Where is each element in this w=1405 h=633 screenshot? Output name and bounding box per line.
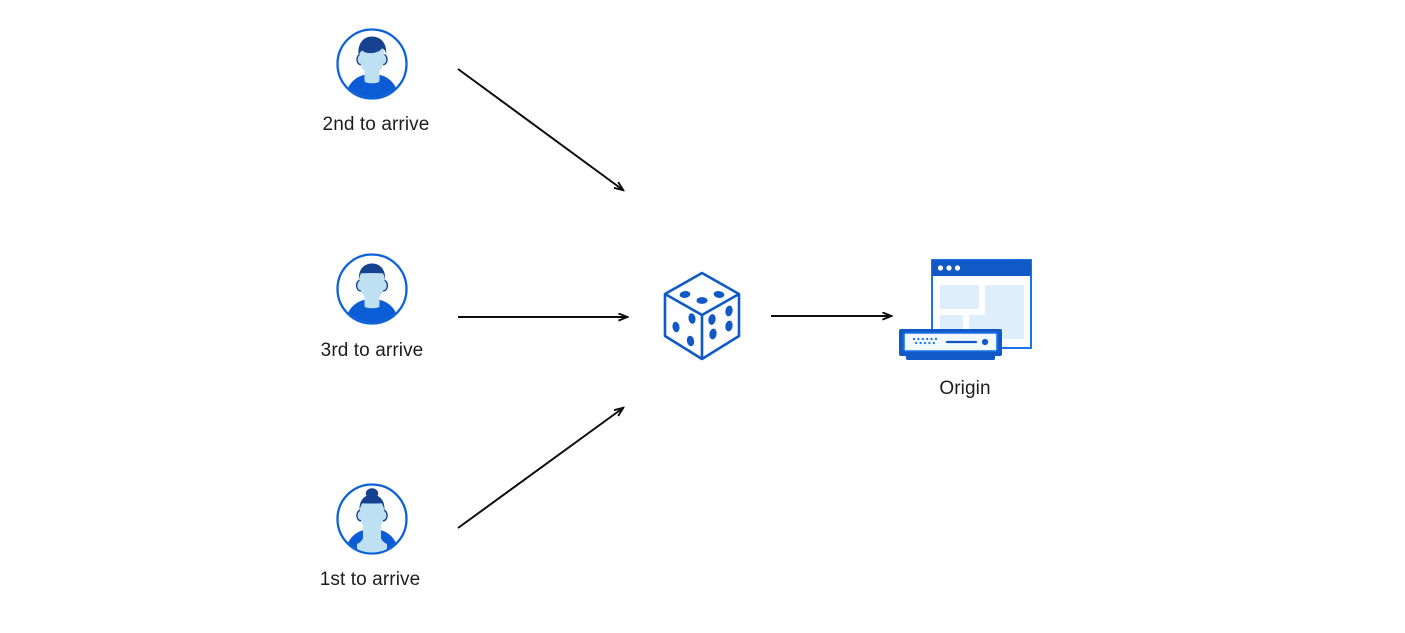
arrow-1st-to-dice <box>457 408 623 529</box>
origin-server-icon <box>893 256 1038 366</box>
node-origin-server <box>893 256 1038 366</box>
user-avatar-icon <box>335 252 409 326</box>
dice-icon <box>661 270 743 364</box>
node-label-origin: Origin <box>939 378 991 399</box>
node-label-client-3rd: 3rd to arrive <box>320 340 424 361</box>
node-random-selector <box>661 270 743 364</box>
user-avatar-icon <box>335 27 409 101</box>
server-device-shape <box>899 329 1002 360</box>
node-label-client-1st: 1st to arrive <box>319 569 421 590</box>
user-avatar-icon <box>335 482 409 556</box>
node-label-client-2nd: 2nd to arrive <box>322 114 430 135</box>
